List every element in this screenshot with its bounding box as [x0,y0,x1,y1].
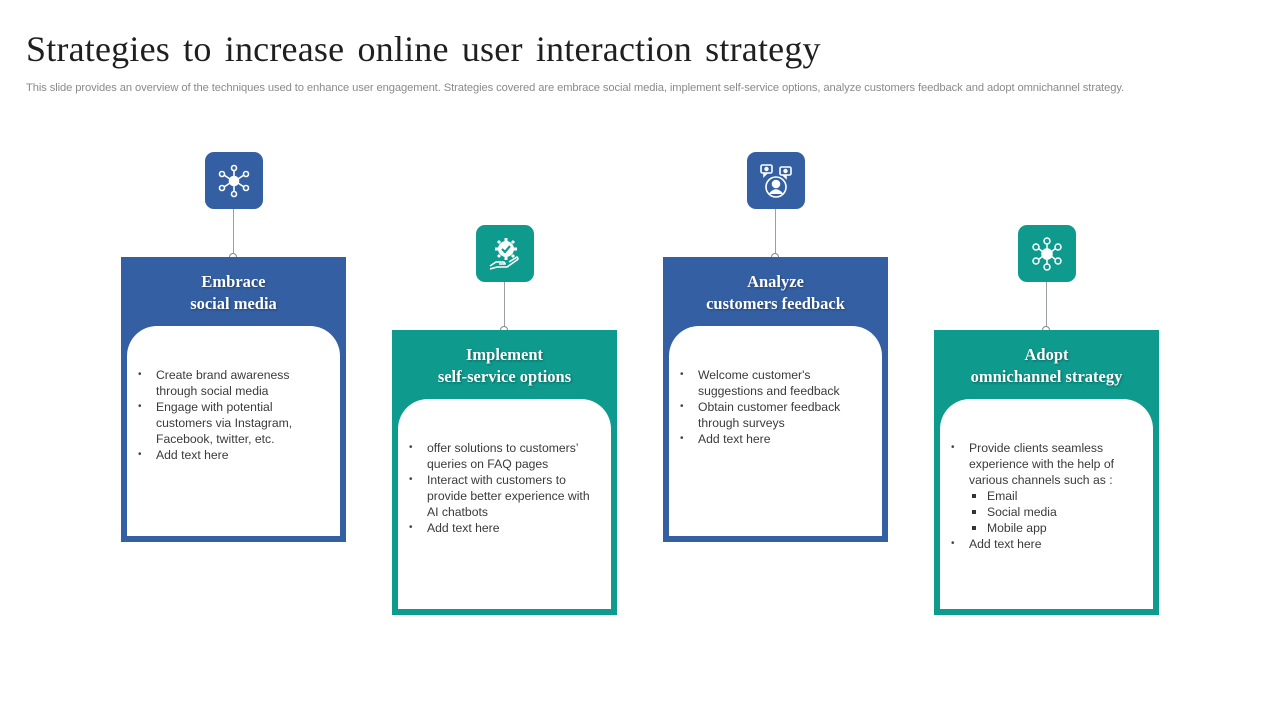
strategy-card-omnichannel: Adopt omnichannel strategy Provide clien… [934,330,1159,615]
connector-line [1046,282,1047,327]
connector-line [233,209,234,254]
omnichannel-hub-icon [1018,225,1076,282]
list-item: offer solutions to customers’ queries on… [398,440,611,472]
list-item: Add text here [669,431,882,447]
network-hub-icon [205,152,263,209]
card-heading: Analyze customers feedback [706,272,845,313]
hand-gear-check-icon [476,225,534,282]
card-heading: Embrace social media [190,272,277,313]
card-heading: Adopt omnichannel strategy [970,345,1123,386]
sub-list-item: Email [940,488,1153,504]
card-heading: Implement self-service options [437,345,572,386]
bullet-list: Provide clients seamless experience with… [940,440,1153,552]
strategy-card-analyze-feedback: Analyze customers feedback Welcome custo… [663,257,888,542]
list-item: Provide clients seamless experience with… [940,440,1153,488]
list-item: Interact with customers to provide bette… [398,472,611,520]
strategy-card-embrace-social-media: Embrace social media Create brand awaren… [121,257,346,542]
list-item: Create brand awareness through social me… [127,367,340,399]
list-item: Add text here [940,536,1153,552]
card-body: Provide clients seamless experience with… [940,399,1153,609]
sub-list-item: Mobile app [940,520,1153,536]
card-body: Create brand awareness through social me… [127,326,340,536]
bullet-list: offer solutions to customers’ queries on… [398,440,611,536]
page-subtitle: This slide provides an overview of the t… [26,82,1124,94]
card-body: offer solutions to customers’ queries on… [398,399,611,609]
sub-list-item: Social media [940,504,1153,520]
list-item: Obtain customer feedback through surveys [669,399,882,431]
strategy-card-self-service: Implement self-service options offer sol… [392,330,617,615]
bullet-list: Create brand awareness through social me… [127,367,340,463]
list-item: Add text here [127,447,340,463]
user-feedback-icon [747,152,805,209]
card-body: Welcome customer's suggestions and feedb… [669,326,882,536]
connector-line [504,282,505,327]
page-title: Strategies to increase online user inter… [26,29,821,69]
connector-line [775,209,776,254]
list-item: Add text here [398,520,611,536]
bullet-list: Welcome customer's suggestions and feedb… [669,367,882,447]
list-item: Engage with potential customers via Inst… [127,399,340,447]
list-item: Welcome customer's suggestions and feedb… [669,367,882,399]
